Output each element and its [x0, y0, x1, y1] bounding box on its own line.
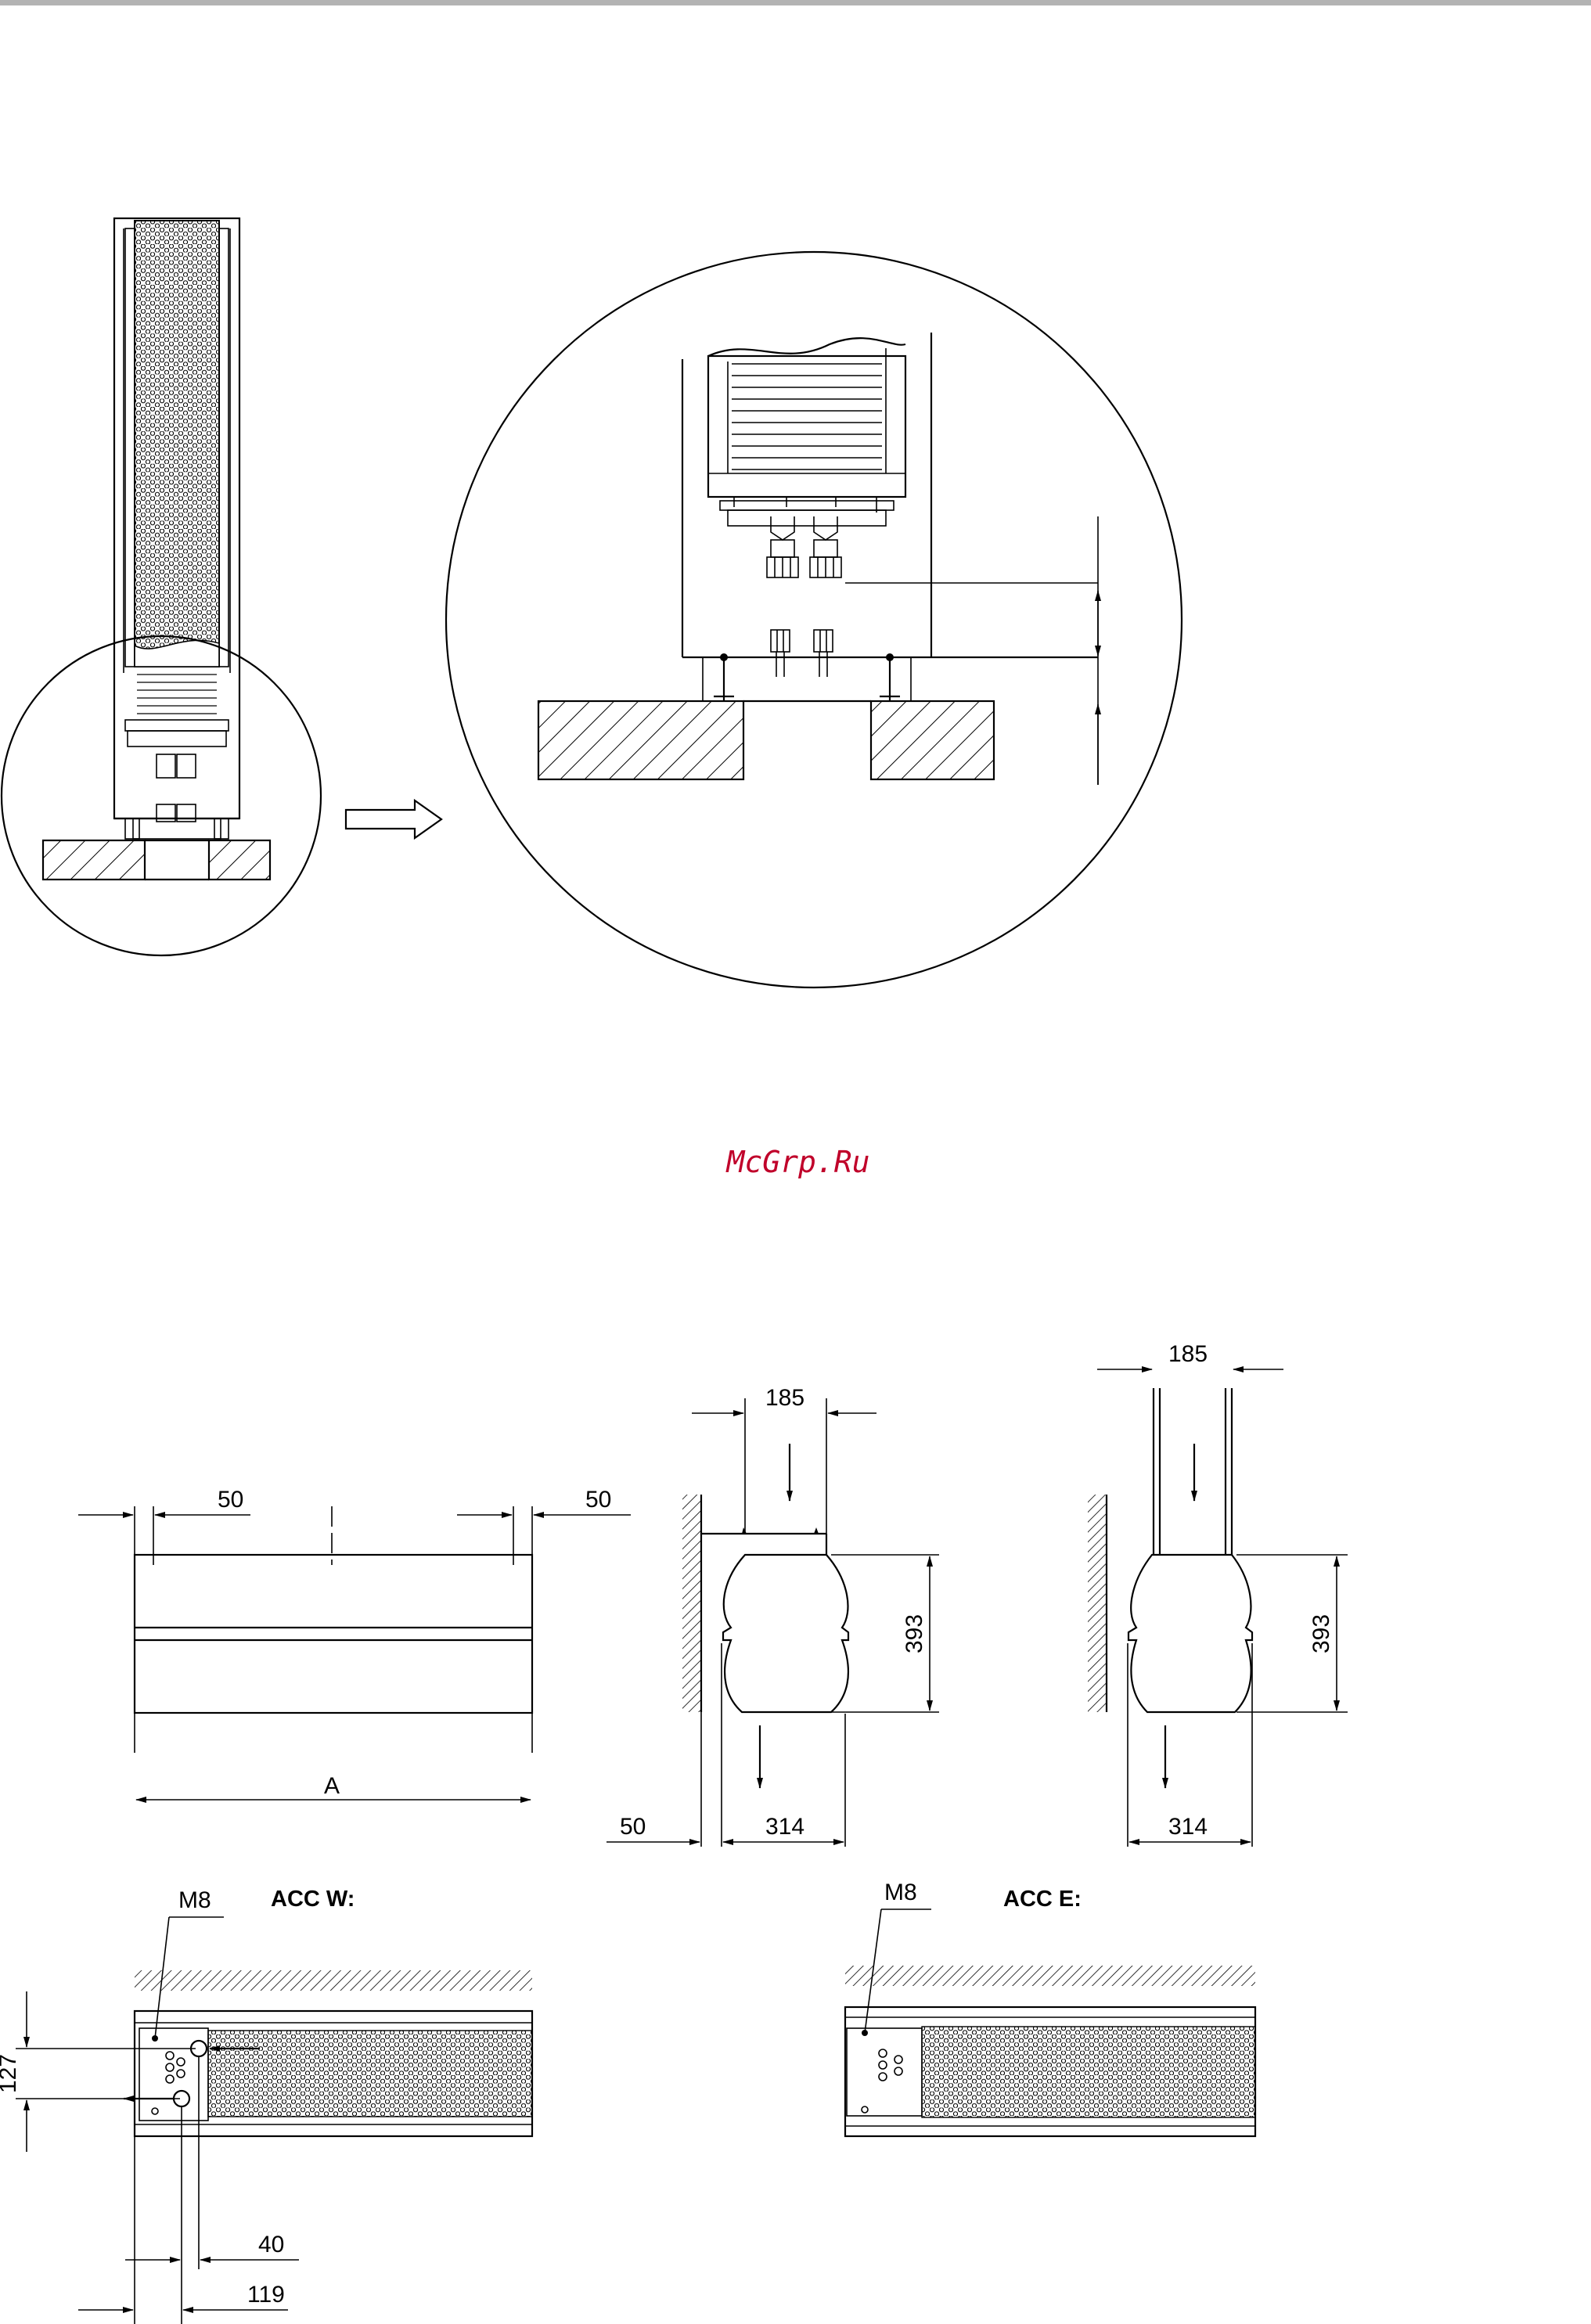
acc-w-plan-view: ACC W: M8 127 — [0, 1887, 532, 2324]
dimension-left-gap: 50 — [218, 1487, 243, 1513]
dimension-offset-119: 119 — [247, 2282, 285, 2308]
dimension-width-middle: 185 — [765, 1385, 804, 1411]
variant-w-label: ACC W: — [271, 1887, 355, 1912]
dimension-offset-40: 40 — [258, 2232, 284, 2257]
dimension-connection-height: 127 — [0, 2054, 21, 2093]
dimension-right-gap: 50 — [585, 1487, 611, 1513]
dimension-height-middle: 393 — [902, 1614, 927, 1653]
side-view-middle: 185 393 50 314 — [607, 1385, 939, 1847]
enlarged-detail-view — [446, 252, 1182, 988]
tower-side-view — [2, 218, 321, 955]
detail-arrow-icon — [346, 800, 441, 838]
dimension-length-label: A — [324, 1773, 340, 1799]
dimension-depth-right: 314 — [1168, 1814, 1208, 1840]
thread-label-e: M8 — [884, 1880, 917, 1905]
side-view-right: 185 393 314 — [1088, 1341, 1348, 1847]
variant-e-label: ACC E: — [1003, 1887, 1082, 1912]
dimension-depth-middle: 314 — [765, 1814, 804, 1840]
front-view: 50 50 A — [78, 1487, 631, 1800]
thread-label-w: M8 — [178, 1887, 211, 1913]
watermark-text: McGrp.Ru — [725, 1145, 869, 1179]
dimension-width-right: 185 — [1168, 1341, 1208, 1367]
dimension-height-right: 393 — [1308, 1614, 1334, 1653]
acc-e-plan-view: ACC E: M8 — [845, 1880, 1255, 2136]
dimension-wall-gap: 50 — [620, 1814, 646, 1840]
